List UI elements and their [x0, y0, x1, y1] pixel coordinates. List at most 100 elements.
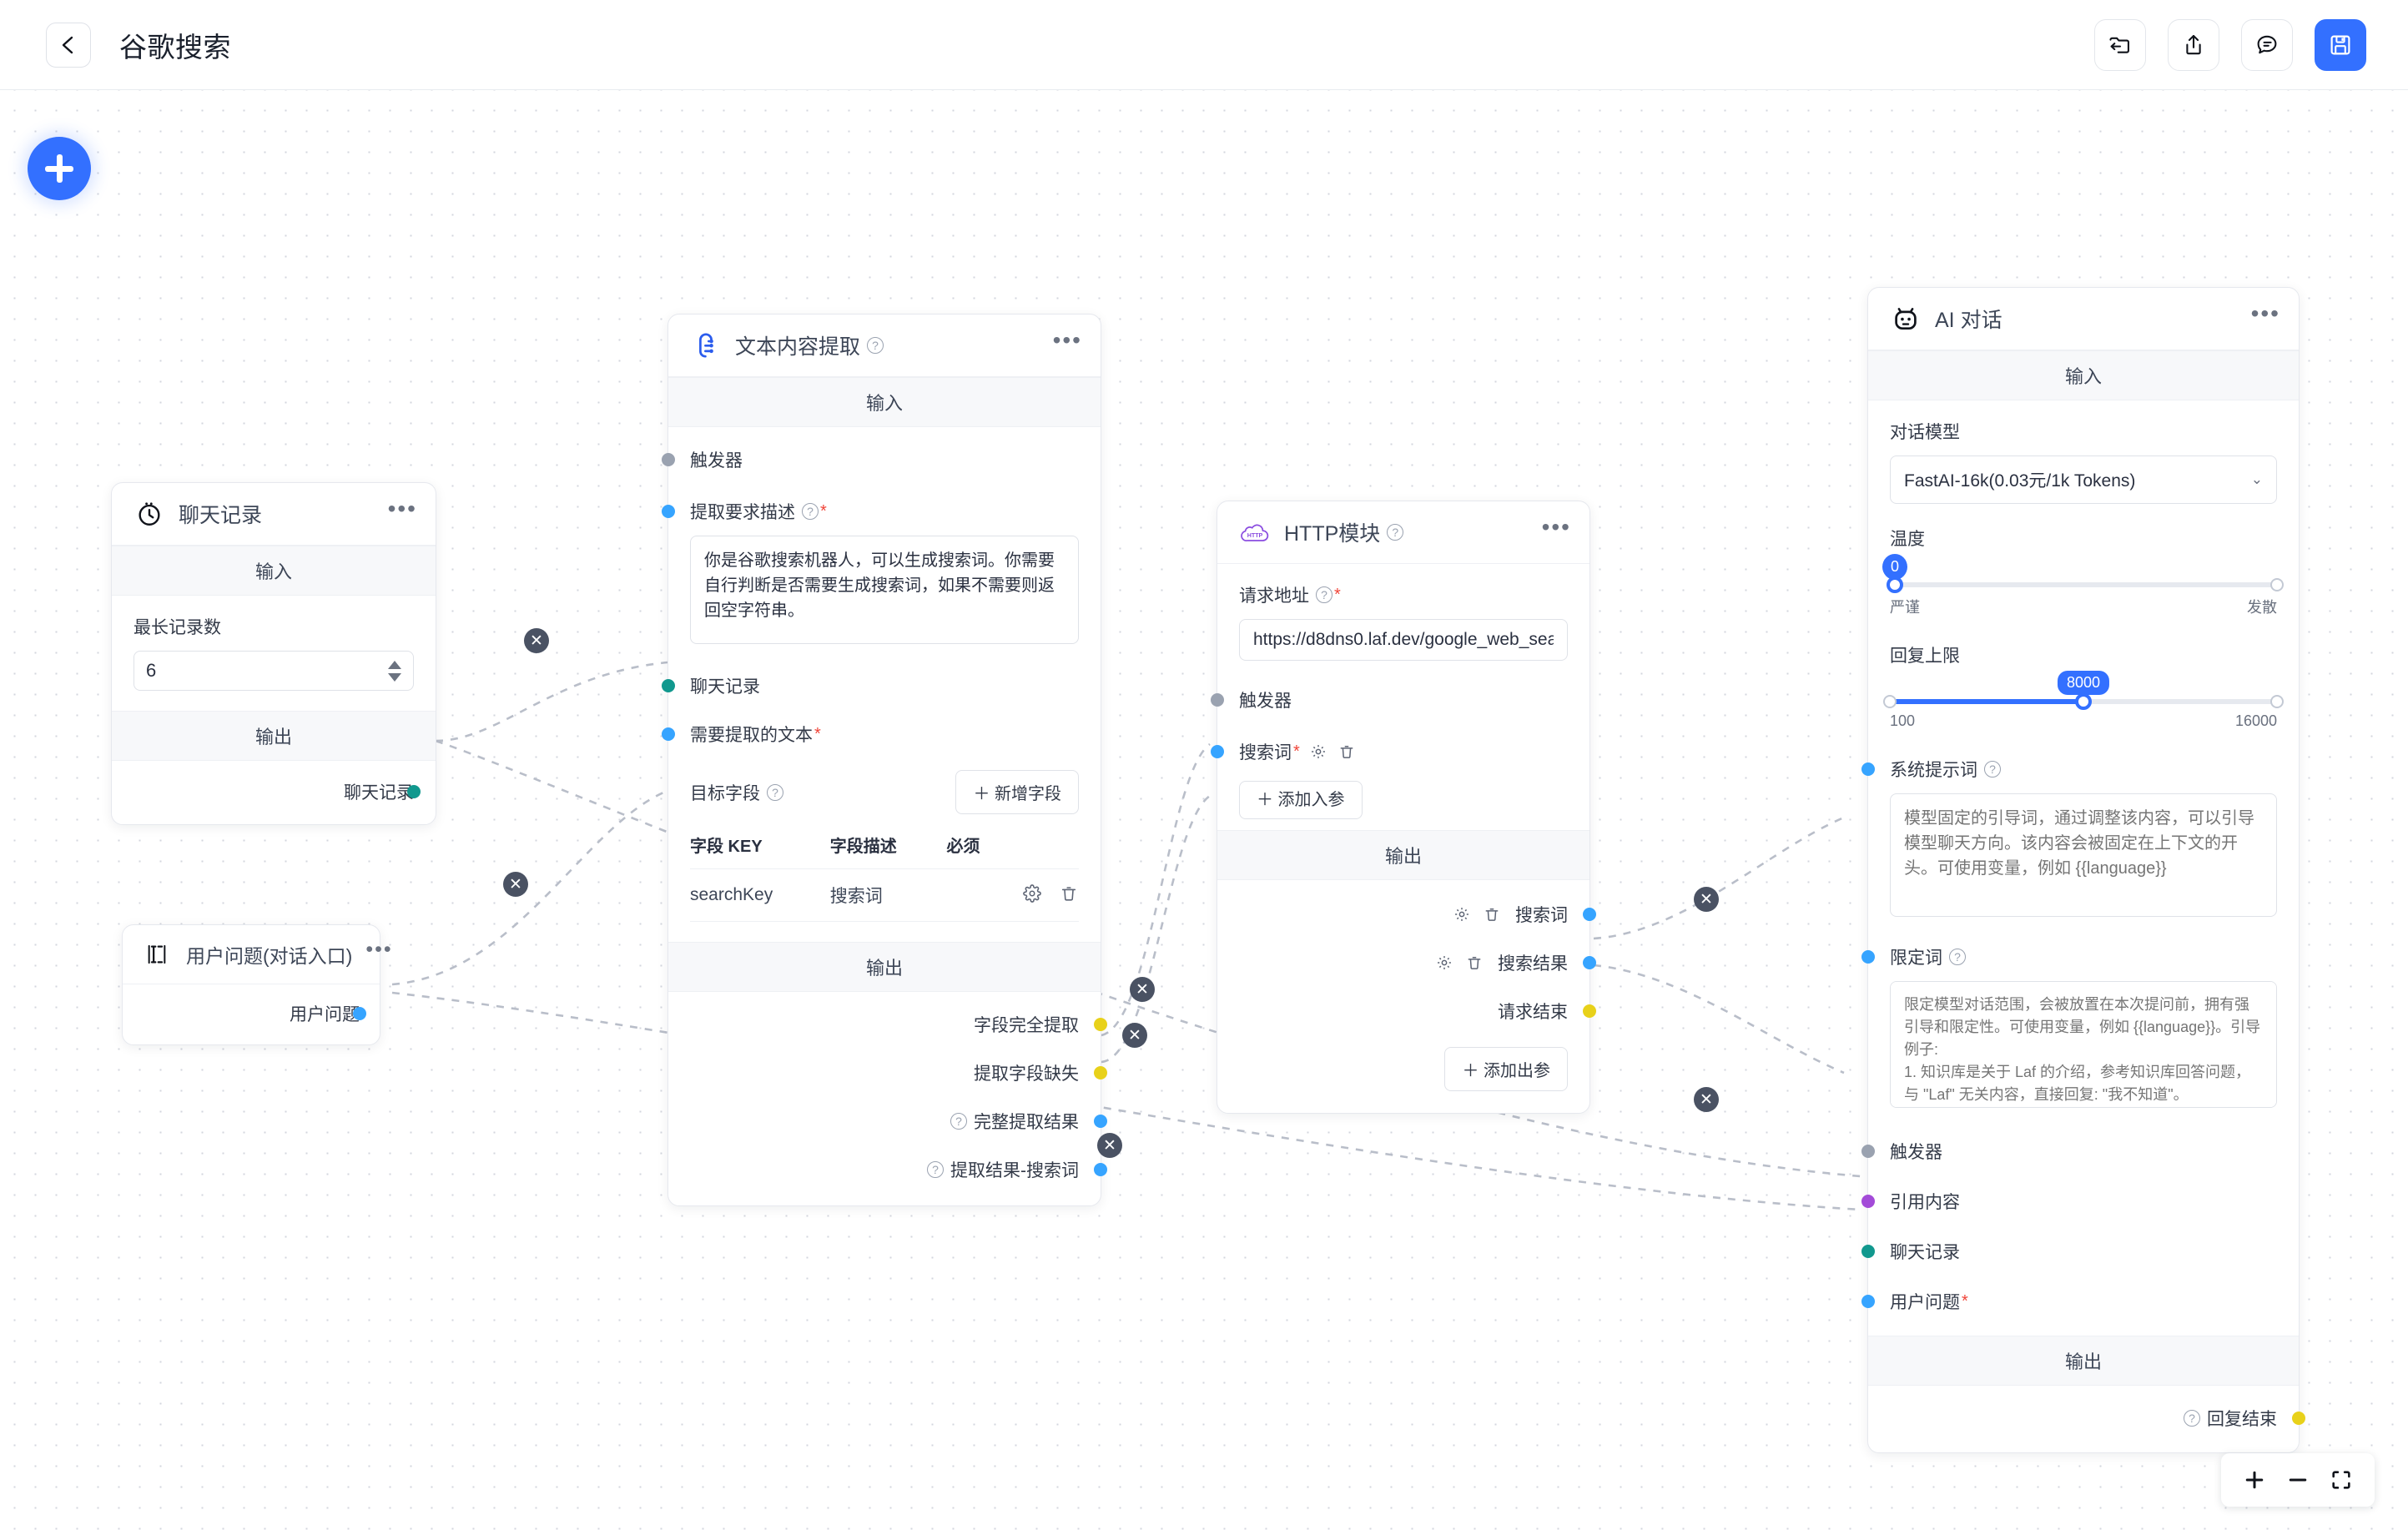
temperature-value: 0 [1882, 554, 1908, 580]
help-icon[interactable]: ? [927, 1161, 944, 1178]
zoom-in-button[interactable] [2236, 1462, 2273, 1498]
node-menu-icon[interactable]: ••• [365, 938, 393, 961]
trash-icon[interactable] [1482, 904, 1502, 924]
edge-delete-button[interactable]: ✕ [1694, 887, 1719, 912]
input-label: 引用内容 [1890, 1193, 1960, 1212]
save-button[interactable] [2315, 18, 2366, 71]
input-port-source-text[interactable] [662, 727, 675, 741]
back-button[interactable] [46, 22, 91, 68]
input-port-chat-history[interactable] [1861, 1245, 1875, 1258]
add-node-button[interactable] [28, 137, 91, 200]
prompt-textarea[interactable] [690, 536, 1079, 644]
stepper-down-icon[interactable] [388, 672, 401, 682]
edge-delete-button[interactable]: ✕ [1122, 1023, 1147, 1048]
add-input-button-wrap: ＋ 添加入参 [1239, 781, 1568, 819]
output-port-user-question[interactable] [353, 1007, 366, 1020]
chevron-left-icon [62, 36, 73, 53]
output-port-fields-complete[interactable] [1094, 1018, 1107, 1031]
output-port-fields-missing[interactable] [1094, 1066, 1107, 1080]
input-port-system-prompt[interactable] [1861, 762, 1875, 776]
output-port-result-searchkey[interactable] [1094, 1163, 1107, 1176]
node-menu-icon[interactable]: ••• [2250, 300, 2280, 327]
output-label: 回复结束 [2207, 1410, 2277, 1429]
input-port-search-key[interactable] [1211, 745, 1224, 758]
max-tokens-track[interactable] [1883, 693, 2284, 710]
zoom-controls [2221, 1453, 2375, 1507]
gear-icon[interactable] [1308, 742, 1328, 762]
import-button[interactable] [2094, 18, 2146, 71]
output-port-request-finish[interactable] [1583, 1004, 1596, 1018]
help-icon[interactable]: ? [1387, 524, 1404, 541]
edge-delete-button[interactable]: ✕ [524, 628, 549, 653]
max-tokens-slider[interactable]: 8000 100 16000 [1883, 671, 2284, 730]
output-port-search-result[interactable] [1583, 956, 1596, 969]
help-icon[interactable]: ? [950, 1113, 967, 1130]
trash-icon[interactable] [1464, 953, 1484, 973]
node-menu-icon[interactable]: ••• [387, 496, 417, 522]
input-port-chat-history[interactable] [662, 679, 675, 692]
edge-delete-button[interactable]: ✕ [1130, 977, 1155, 1002]
max-tokens-max-knob[interactable] [2270, 695, 2284, 708]
input-row-prompt: 提取要求描述 ? * [662, 497, 1079, 526]
trash-icon[interactable] [1337, 742, 1357, 762]
trash-icon[interactable] [1059, 883, 1079, 903]
help-icon[interactable]: ? [802, 503, 819, 520]
temperature-track[interactable] [1887, 576, 2284, 593]
add-input-param-button[interactable]: ＋ 添加入参 [1239, 781, 1363, 819]
model-select[interactable]: FastAI-16k(0.03元/1k Tokens) ⌄ [1890, 455, 2277, 504]
input-section-label: 输入 [668, 377, 1101, 427]
input-port-qualifier[interactable] [1861, 950, 1875, 964]
zoom-out-button[interactable] [2280, 1462, 2316, 1498]
stepper-up-icon[interactable] [388, 660, 401, 669]
output-port-search-key[interactable] [1583, 908, 1596, 921]
input-port-trigger[interactable] [1211, 693, 1224, 707]
node-ai-chat[interactable]: AI 对话 ••• 输入 对话模型 FastAI-16k(0.03元/1k To… [1861, 287, 2305, 1453]
max-records-stepper[interactable]: 6 [133, 651, 414, 691]
system-prompt-textarea[interactable] [1890, 793, 2277, 917]
input-port-trigger[interactable] [662, 453, 675, 466]
input-row-chat-history: 聊天记录 [1861, 1237, 2277, 1266]
output-port-chat-history[interactable] [407, 785, 421, 798]
max-tokens-knob[interactable] [2075, 693, 2092, 710]
output-port-reply-finish[interactable] [2292, 1412, 2305, 1425]
node-user-question[interactable]: 用户问题(对话入口) ••• 用户问题 [122, 924, 391, 1045]
url-input[interactable] [1239, 619, 1568, 661]
max-tokens-min-knob[interactable] [1883, 695, 1897, 708]
help-icon[interactable]: ? [867, 337, 884, 354]
temperature-knob[interactable] [1887, 576, 1903, 593]
temperature-max-knob[interactable] [2270, 578, 2284, 591]
cell-row-actions [946, 868, 1079, 922]
gear-icon[interactable] [1022, 883, 1042, 903]
help-icon[interactable]: ? [1949, 949, 1966, 965]
node-http-module[interactable]: HTTP HTTP模块 ? ••• 请求地址 ? * 触发器 [1211, 501, 1596, 1114]
gear-icon[interactable] [1452, 904, 1472, 924]
edge-delete-button[interactable]: ✕ [1097, 1133, 1122, 1158]
edge-delete-button[interactable]: ✕ [503, 872, 528, 897]
help-icon[interactable]: ? [1316, 586, 1332, 603]
node-menu-icon[interactable]: ••• [1541, 514, 1571, 541]
max-records-value: 6 [146, 660, 157, 681]
help-icon[interactable]: ? [1984, 761, 2001, 778]
input-port-quote[interactable] [1861, 1195, 1875, 1208]
node-text-extract[interactable]: 文本内容提取 ? ••• 输入 触发器 提取要求描述 ? * [662, 314, 1107, 1206]
temperature-slider[interactable]: 0 严谨 发散 [1882, 554, 2284, 617]
flow-canvas[interactable]: ✕ ✕ ✕ ✕ ✕ ✕ ✕ 聊天记录 ••• 输入 [0, 90, 2408, 1540]
gear-icon[interactable] [1434, 953, 1454, 973]
edge-delete-button[interactable]: ✕ [1694, 1087, 1719, 1112]
node-chat-history[interactable]: 聊天记录 ••• 输入 最长记录数 6 输出 聊天记录 [111, 482, 436, 825]
input-port-user-question[interactable] [1861, 1295, 1875, 1308]
qualifier-textarea[interactable] [1890, 981, 2277, 1108]
fit-view-button[interactable] [2323, 1462, 2360, 1498]
url-label-wrap: 请求地址 ? * [1239, 582, 1568, 607]
input-port-trigger[interactable] [1861, 1145, 1875, 1158]
help-icon[interactable]: ? [2184, 1410, 2200, 1427]
output-port-full-result[interactable] [1094, 1115, 1107, 1128]
export-button[interactable] [2168, 18, 2219, 71]
help-icon[interactable]: ? [767, 783, 783, 801]
chat-debug-button[interactable] [2241, 18, 2293, 71]
node-menu-icon[interactable]: ••• [1052, 327, 1082, 354]
add-output-param-button[interactable]: ＋ 添加出参 [1444, 1047, 1568, 1091]
input-port-prompt[interactable] [662, 505, 675, 518]
folder-import-icon [2109, 37, 2129, 53]
add-field-button[interactable]: ＋ 新增字段 [955, 770, 1079, 814]
